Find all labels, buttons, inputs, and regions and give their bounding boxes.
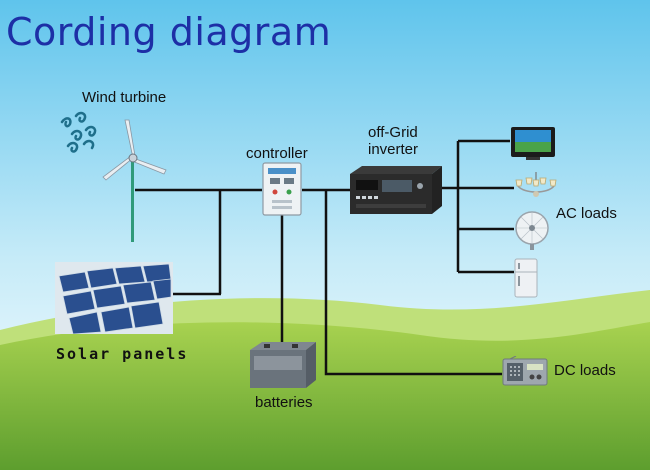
batteries-label: batteries — [255, 394, 313, 411]
ac-loads-label: AC loads — [556, 205, 617, 222]
refrigerator-icon — [514, 258, 538, 298]
grass-hill-front — [0, 322, 650, 470]
inverter-icon — [350, 166, 442, 214]
battery-icon — [250, 342, 316, 388]
tv-icon — [511, 127, 555, 160]
dc-loads-label: DC loads — [554, 362, 616, 379]
wind-turbine-label: Wind turbine — [82, 89, 167, 106]
controller-label: controller — [246, 145, 308, 162]
solar-panel-icon — [55, 262, 173, 334]
wire-dc-loads — [324, 190, 502, 376]
wind-icon — [60, 111, 97, 153]
fan-icon — [515, 211, 549, 250]
inverter-label-line1: off-Grid — [368, 124, 418, 141]
page-title: Cording diagram — [6, 10, 332, 54]
controller-icon — [262, 162, 302, 216]
inverter-label-line2: inverter — [368, 141, 419, 158]
solar-panels-label: Solar panels — [56, 345, 189, 363]
chandelier-icon — [515, 172, 557, 197]
wind-turbine-icon — [102, 119, 167, 242]
radio-icon — [502, 356, 548, 386]
wiring — [135, 139, 514, 376]
